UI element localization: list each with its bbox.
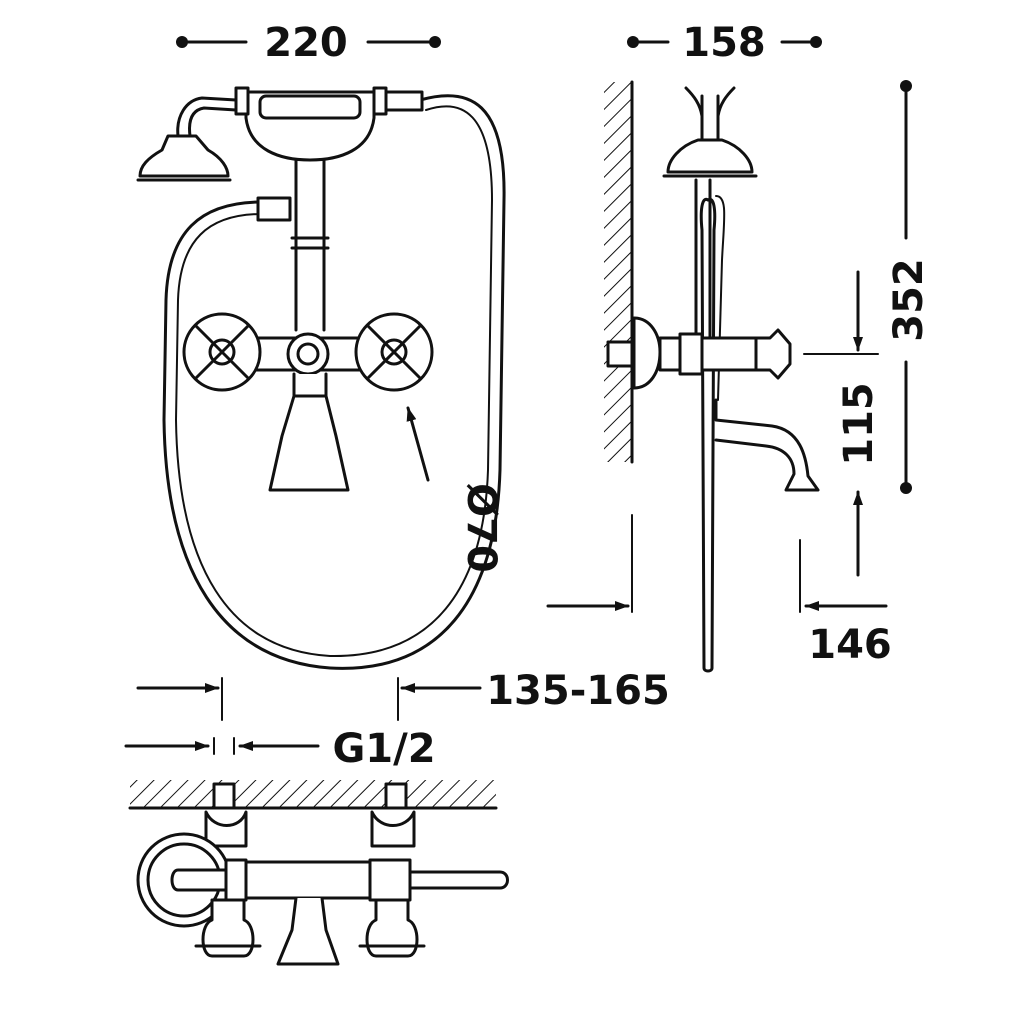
dimension-label-g12: G1/2 xyxy=(332,726,435,772)
top-spout xyxy=(276,896,340,966)
wall-flange xyxy=(632,316,662,390)
handset-neck xyxy=(176,96,238,138)
hose-connector xyxy=(256,196,292,222)
side-body xyxy=(658,336,758,372)
side-view xyxy=(604,80,820,673)
right-eccentric xyxy=(370,810,416,848)
dimension-158: 158 xyxy=(627,20,822,66)
front-spout xyxy=(268,372,350,492)
front-view xyxy=(136,86,506,670)
dimension-220: 220 xyxy=(176,20,441,66)
dimension-label-135-165: 135-165 xyxy=(486,668,670,714)
shower-hose xyxy=(162,94,506,670)
left-eccentric xyxy=(204,810,248,848)
dimension-label-220: 220 xyxy=(264,20,348,66)
side-hook xyxy=(684,86,736,142)
left-cross-handle xyxy=(182,312,262,392)
top-right-handle xyxy=(365,898,419,958)
right-cross-handle xyxy=(354,312,434,392)
top-wall-hatch xyxy=(130,780,496,808)
wall-hatch xyxy=(604,82,632,462)
top-view xyxy=(128,780,509,966)
dimension-label-352: 352 xyxy=(886,258,932,342)
side-hose xyxy=(699,197,717,673)
dimension-label-158: 158 xyxy=(682,20,766,66)
dimension-146: 146 xyxy=(546,514,892,668)
riser-column xyxy=(294,158,326,332)
dimension-label-146: 146 xyxy=(808,622,892,668)
top-left-handle xyxy=(201,898,255,958)
dimension-label-115: 115 xyxy=(836,382,882,466)
side-shower-head xyxy=(666,138,754,174)
shower-head xyxy=(138,134,230,178)
dimension-g12: G1/2 xyxy=(124,726,436,772)
side-spout xyxy=(714,398,820,492)
dimension-115: 115 xyxy=(803,270,882,577)
top-outlet-pipe xyxy=(408,870,509,890)
dimension-135-165: 135-165 xyxy=(136,668,670,721)
top-body xyxy=(244,860,372,900)
dimension-352: 352 xyxy=(886,80,932,494)
side-handle xyxy=(754,328,792,380)
